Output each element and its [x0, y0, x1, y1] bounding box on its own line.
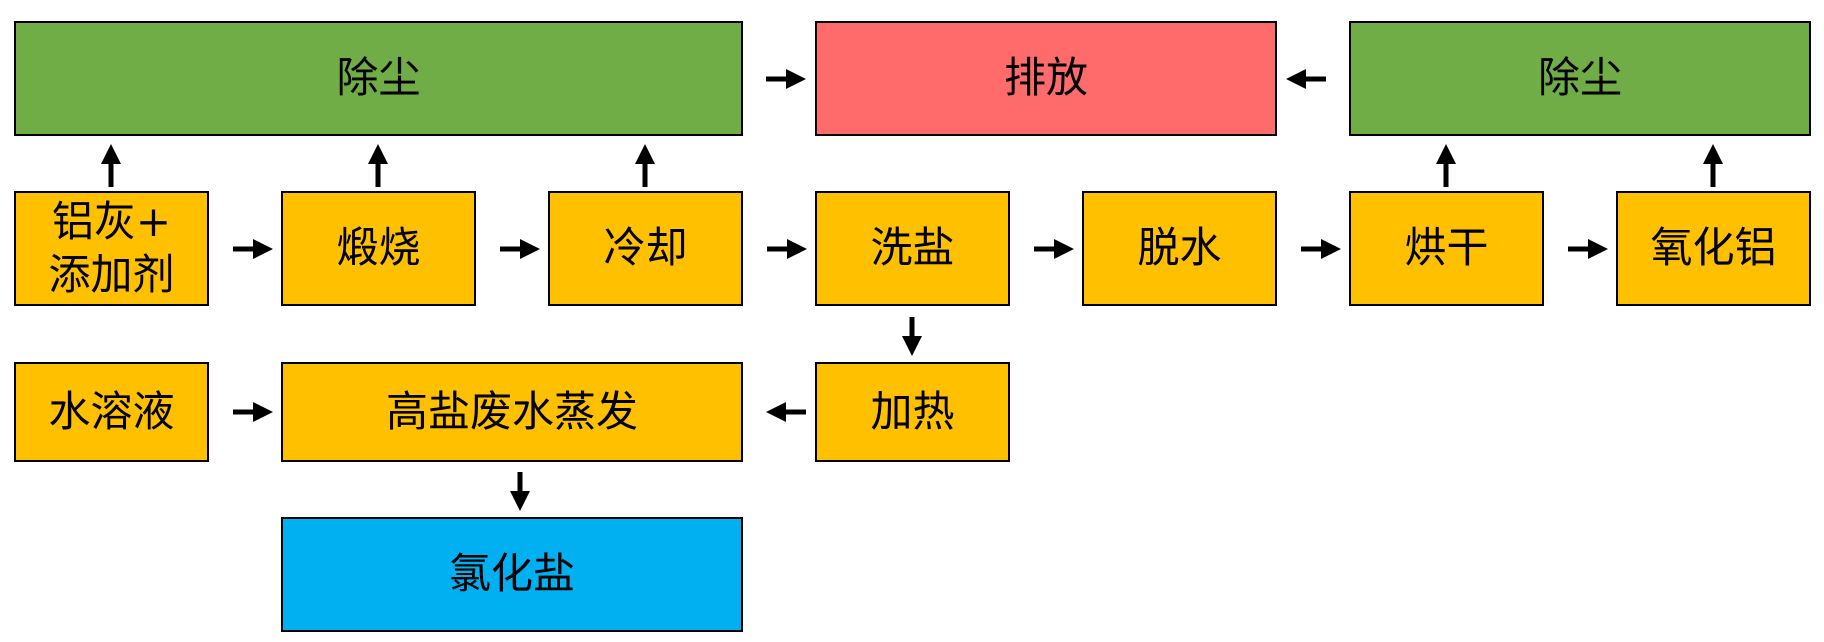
aluminum-ash-label: 铝灰+	[51, 197, 172, 246]
cooling-label: 冷却	[603, 223, 688, 273]
dust-removal-right-label: 除尘	[1537, 53, 1622, 103]
discharge-node: 排放	[815, 21, 1277, 136]
calcination-label: 煅烧	[336, 223, 421, 273]
additive-label: 添加剂	[48, 249, 175, 299]
aluminum-ash-additive-node: 铝灰+ 添加剂	[14, 191, 209, 306]
calcination-node: 煅烧	[281, 191, 476, 306]
aqueous-solution-label: 水溶液	[48, 386, 175, 436]
dust-removal-left-node: 除尘	[14, 21, 743, 136]
drying-node: 烘干	[1349, 191, 1544, 306]
alumina-node: 氧化铝	[1616, 191, 1811, 306]
dehydration-label: 脱水	[1137, 223, 1222, 273]
heating-node: 加热	[815, 362, 1010, 462]
aqueous-solution-node: 水溶液	[14, 362, 209, 462]
discharge-label: 排放	[1003, 53, 1088, 103]
evaporation-label: 高盐废水蒸发	[385, 386, 638, 436]
dehydration-node: 脱水	[1082, 191, 1277, 306]
dust-removal-left-label: 除尘	[336, 53, 421, 103]
chloride-salt-label: 氯化盐	[448, 549, 575, 599]
salt-washing-node: 洗盐	[815, 191, 1010, 306]
drying-label: 烘干	[1404, 223, 1489, 273]
cooling-node: 冷却	[548, 191, 743, 306]
heating-label: 加热	[870, 386, 955, 436]
alumina-label: 氧化铝	[1650, 223, 1777, 273]
high-salt-wastewater-evaporation-node: 高盐废水蒸发	[281, 362, 743, 462]
chloride-salt-node: 氯化盐	[281, 517, 743, 632]
salt-washing-label: 洗盐	[870, 223, 955, 273]
dust-removal-right-node: 除尘	[1349, 21, 1811, 136]
